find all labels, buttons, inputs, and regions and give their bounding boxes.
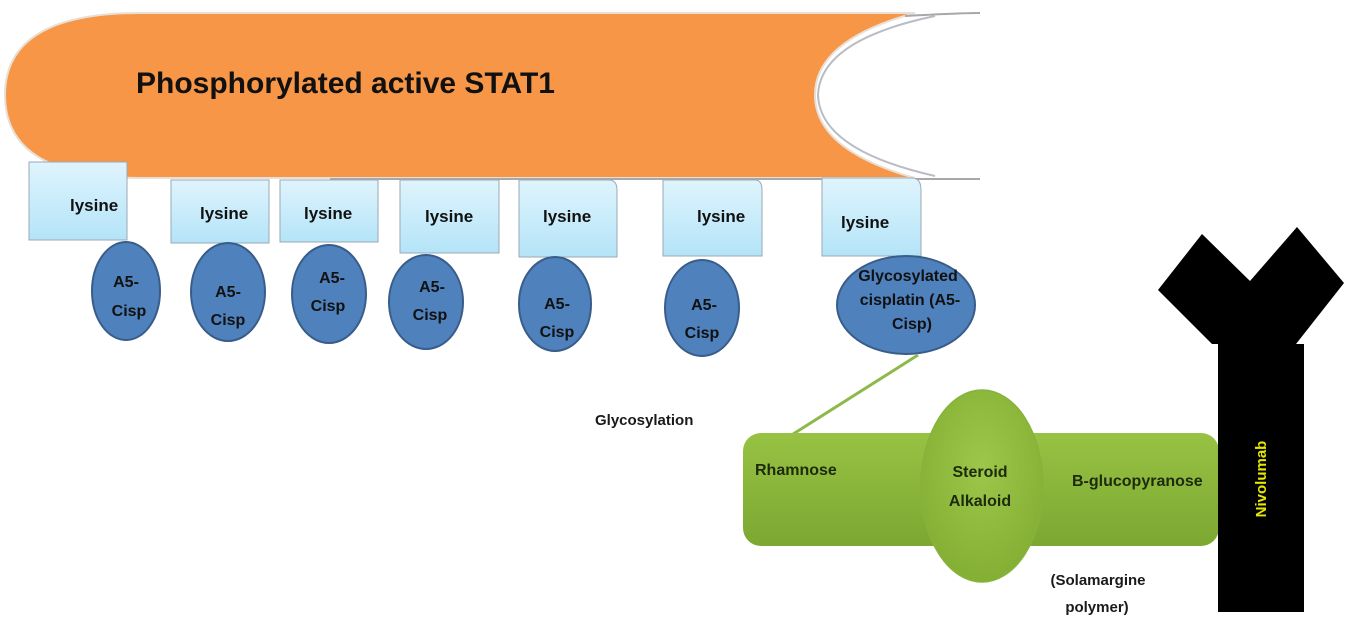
cisp-label-line1: A5- (215, 284, 241, 301)
nivolumab-label: Nivolumab (1253, 441, 1270, 518)
glyco-label-line3: Cisp) (892, 316, 932, 333)
glycosylated-cisplatin-node: Glycosylated cisplatin (A5- Cisp) (836, 255, 976, 355)
steroid-label: Steroid (952, 464, 1007, 481)
a5-cisp-node: A5- Cisp (388, 254, 464, 350)
lysine-box: lysine (170, 179, 270, 244)
cisp-label-line2: Cisp (540, 324, 575, 341)
glucopyranose-label: B-glucopyranose (1072, 473, 1203, 490)
a5-cisp-node: A5- Cisp (91, 241, 161, 341)
cisp-label-line1: A5- (544, 296, 570, 313)
solamargine-caption-line2: polymer) (1065, 599, 1128, 616)
lysine-box: lysine (399, 179, 500, 254)
stat1-shadow-edge (904, 12, 981, 17)
a5-cisp-node: A5- Cisp (190, 242, 266, 342)
lysine-box: lysine (518, 179, 618, 258)
stat1-protein-shape (3, 12, 916, 179)
cisp-label-line2: Cisp (413, 307, 448, 324)
lysine-box: lysine (662, 179, 763, 257)
cisp-label-line2: Cisp (211, 312, 246, 329)
lysine-label: lysine (70, 196, 118, 215)
cisp-label-line1: A5- (691, 297, 717, 314)
cisp-label-line1: A5- (419, 279, 445, 296)
lysine-box: lysine (28, 161, 128, 241)
lysine-label: lysine (543, 207, 591, 226)
stat1-title: Phosphorylated active STAT1 (136, 67, 555, 100)
a5-cisp-node: A5- Cisp (518, 256, 592, 352)
glyco-label-line2: cisplatin (A5- (860, 292, 960, 309)
alkaloid-label: Alkaloid (949, 493, 1011, 510)
lysine-box: lysine (821, 177, 922, 257)
lysine-box: lysine (279, 179, 379, 243)
cisp-label-line2: Cisp (311, 298, 346, 315)
steroid-alkaloid-ellipse (920, 389, 1044, 583)
glyco-label-line1: Glycosylated (858, 268, 958, 285)
lysine-label: lysine (200, 204, 248, 223)
cisp-label-line1: A5- (319, 270, 345, 287)
lysine-label: lysine (841, 213, 889, 232)
rhamnose-label: Rhamnose (755, 462, 837, 479)
glycosylation-label: Glycosylation (595, 412, 693, 429)
lysine-label: lysine (697, 207, 745, 226)
stat1-inner-curve (816, 15, 936, 177)
cisp-label-line1: A5- (113, 274, 139, 291)
lysine-label: lysine (304, 204, 352, 223)
glycosylation-link-line (789, 353, 919, 438)
cisp-label-line2: Cisp (112, 303, 147, 320)
a5-cisp-node: A5- Cisp (291, 244, 367, 344)
nivolumab-antibody-icon: Nivolumab (1158, 227, 1344, 612)
solamargine-caption-line1: (Solamargine (1050, 572, 1145, 589)
a5-cisp-node: A5- Cisp (664, 259, 740, 357)
lysine-label: lysine (425, 207, 473, 226)
cisp-label-line2: Cisp (685, 325, 720, 342)
